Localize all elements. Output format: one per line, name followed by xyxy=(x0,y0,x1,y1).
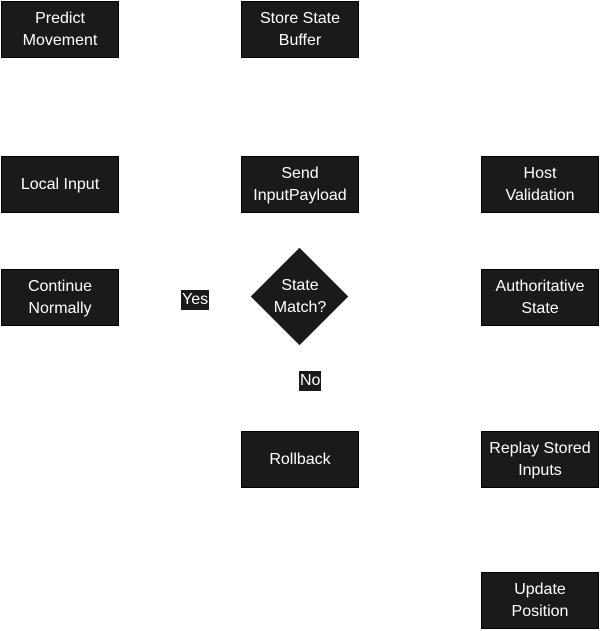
edge-label-no: No xyxy=(299,371,322,391)
node-authoritative-state-label: Authoritative State xyxy=(495,277,585,317)
node-predict-movement-label: Predict Movement xyxy=(22,9,98,49)
node-continue-normally-label: Continue Normally xyxy=(27,277,93,317)
node-rollback-label: Rollback xyxy=(269,450,331,468)
node-store-state-buffer-label: Store State Buffer xyxy=(259,9,341,49)
node-update-position: Update Position xyxy=(481,572,599,629)
node-host-validation: Host Validation xyxy=(481,156,599,213)
decision-state-match-label: State Match? xyxy=(273,277,327,316)
node-update-position-label: Update Position xyxy=(511,580,569,620)
node-replay-stored-inputs: Replay Stored Inputs xyxy=(481,431,599,488)
node-rollback: Rollback xyxy=(241,431,359,488)
node-replay-stored-inputs-label: Replay Stored Inputs xyxy=(489,439,591,479)
node-send-input-payload-label: Send InputPayload xyxy=(253,164,347,204)
node-store-state-buffer: Store State Buffer xyxy=(241,1,359,58)
node-authoritative-state: Authoritative State xyxy=(481,269,599,326)
node-continue-normally: Continue Normally xyxy=(1,269,119,326)
node-local-input-label: Local Input xyxy=(20,175,100,193)
decision-state-match: State Match? xyxy=(250,247,349,346)
node-host-validation-label: Host Validation xyxy=(505,164,575,204)
node-send-input-payload: Send InputPayload xyxy=(241,156,359,213)
node-local-input: Local Input xyxy=(1,156,119,213)
edge-label-yes: Yes xyxy=(181,290,210,310)
node-predict-movement: Predict Movement xyxy=(1,1,119,58)
